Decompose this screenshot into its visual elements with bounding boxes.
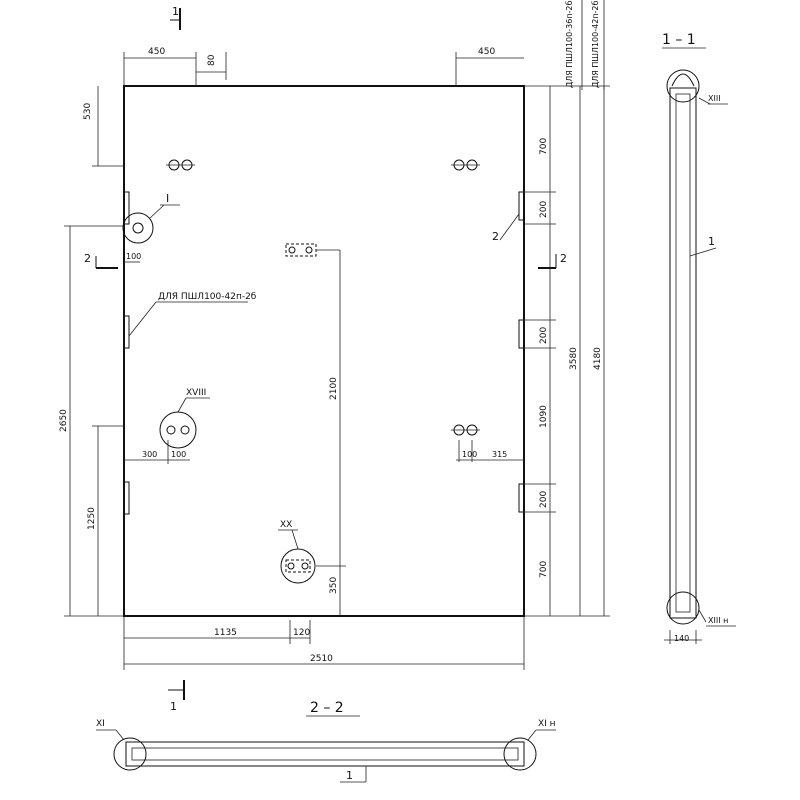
section-mark-1-top: 1 [170,5,181,30]
rotated-note-2: ДЛЯ ПШЛ100-42п-2б [591,1,600,88]
dim-bottom-1135: 1135 [214,628,237,638]
section-title-1-1: 1 – 1 [662,32,696,48]
bottom-dims: 1135 120 2510 [123,616,525,670]
dim-right-200-b: 200 [539,327,549,344]
right-vertical-dims: 700 200 200 1090 200 700 3580 4180 [524,85,610,617]
callout-2-label: 2 [492,230,499,243]
mid-dim-2100: 2100 350 [316,250,346,616]
embed-plates-right [518,191,525,513]
dim-left-1250: 1250 [87,507,97,530]
rotated-notes: ДЛЯ ПШЛ100-36п-2б ДЛЯ ПШЛ100-42п-2б [565,0,605,90]
dim-bottom-2510: 2510 [310,654,333,664]
dim-right-4180: 4180 [593,347,603,370]
callout-XVIII-label: XVIII [186,388,206,398]
callout-XX: XX [278,520,316,584]
section-mark-1-bottom-label: 1 [170,700,177,713]
dim-top-right-450: 450 [478,47,495,57]
left-hole-dims: 300 100 [124,440,190,464]
dim-right-200-c: 200 [539,491,549,508]
dim-hole-300: 300 [142,450,157,459]
hole-pair-top-left [166,159,195,171]
rotated-note-1: ДЛЯ ПШЛ100-36п-2б [565,1,574,88]
dim-right-700-bottom: 700 [539,561,549,578]
dim-left-2650: 2650 [59,409,69,432]
callout-2: 2 [492,213,520,243]
top-dimensions: 450 80 450 [123,47,524,86]
dim-hole-100-c: 100 [462,450,477,459]
section-mark-1-top-label: 1 [172,5,179,18]
dim-top-80: 80 [207,54,217,66]
callout-1-side: 1 [708,235,715,248]
callout-I: I 100 [122,192,180,263]
plate-note-text: ДЛЯ ПШЛ100-42п-2б [158,292,257,302]
section-mark-2-right: 2 [538,252,567,269]
dim-mid-350: 350 [329,577,339,594]
dim-bottom-120: 120 [293,628,310,638]
left-vertical-dims: 2650 1250 [59,225,124,617]
dim-top-left-450: 450 [148,47,165,57]
callout-1-bottom: 1 [346,769,353,782]
callout-XI-n: XI н [538,719,556,729]
dim-right-700-top: 700 [539,138,549,155]
dim-hole-100-b: 100 [171,450,186,459]
dim-hole-315: 315 [492,450,507,459]
section-mark-2-left: 2 [84,252,118,269]
section-2-2: 2 – 2 XI XI н 1 [96,700,556,783]
dim-left-530: 530 [83,103,93,120]
dim-right-1090: 1090 [539,405,549,428]
plate-outline [123,85,525,617]
dim-right-200-a: 200 [539,201,549,218]
embed-plates-left [123,191,130,515]
callout-I-label: I [166,192,169,205]
dim-right-3580: 3580 [569,347,579,370]
callout-XI: XI [96,719,105,729]
lifting-loop-center [285,243,340,257]
callout-XX-label: XX [280,520,292,530]
dim-hole-100-a: 100 [126,252,141,261]
section-1-1: 1 – 1 XIII 1 XIII н 140 [662,32,736,644]
section-mark-2-right-label: 2 [560,252,567,265]
dim-section-140: 140 [674,634,689,643]
section-title-2-2: 2 – 2 [310,700,344,716]
hole-pair-top-right [451,159,480,171]
plate-note: ДЛЯ ПШЛ100-42п-2б [128,292,257,337]
left-dim-530: 530 [83,86,124,167]
callout-XVIII: XVIII [159,388,210,449]
dim-mid-2100: 2100 [329,377,339,400]
hole-pair-right-lower: 100 315 [451,424,524,462]
section-mark-2-left-label: 2 [84,252,91,265]
callout-XIII: XIII [708,94,721,103]
callout-XIII-n: XIII н [708,616,728,625]
section-mark-1-bottom: 1 [168,680,185,713]
